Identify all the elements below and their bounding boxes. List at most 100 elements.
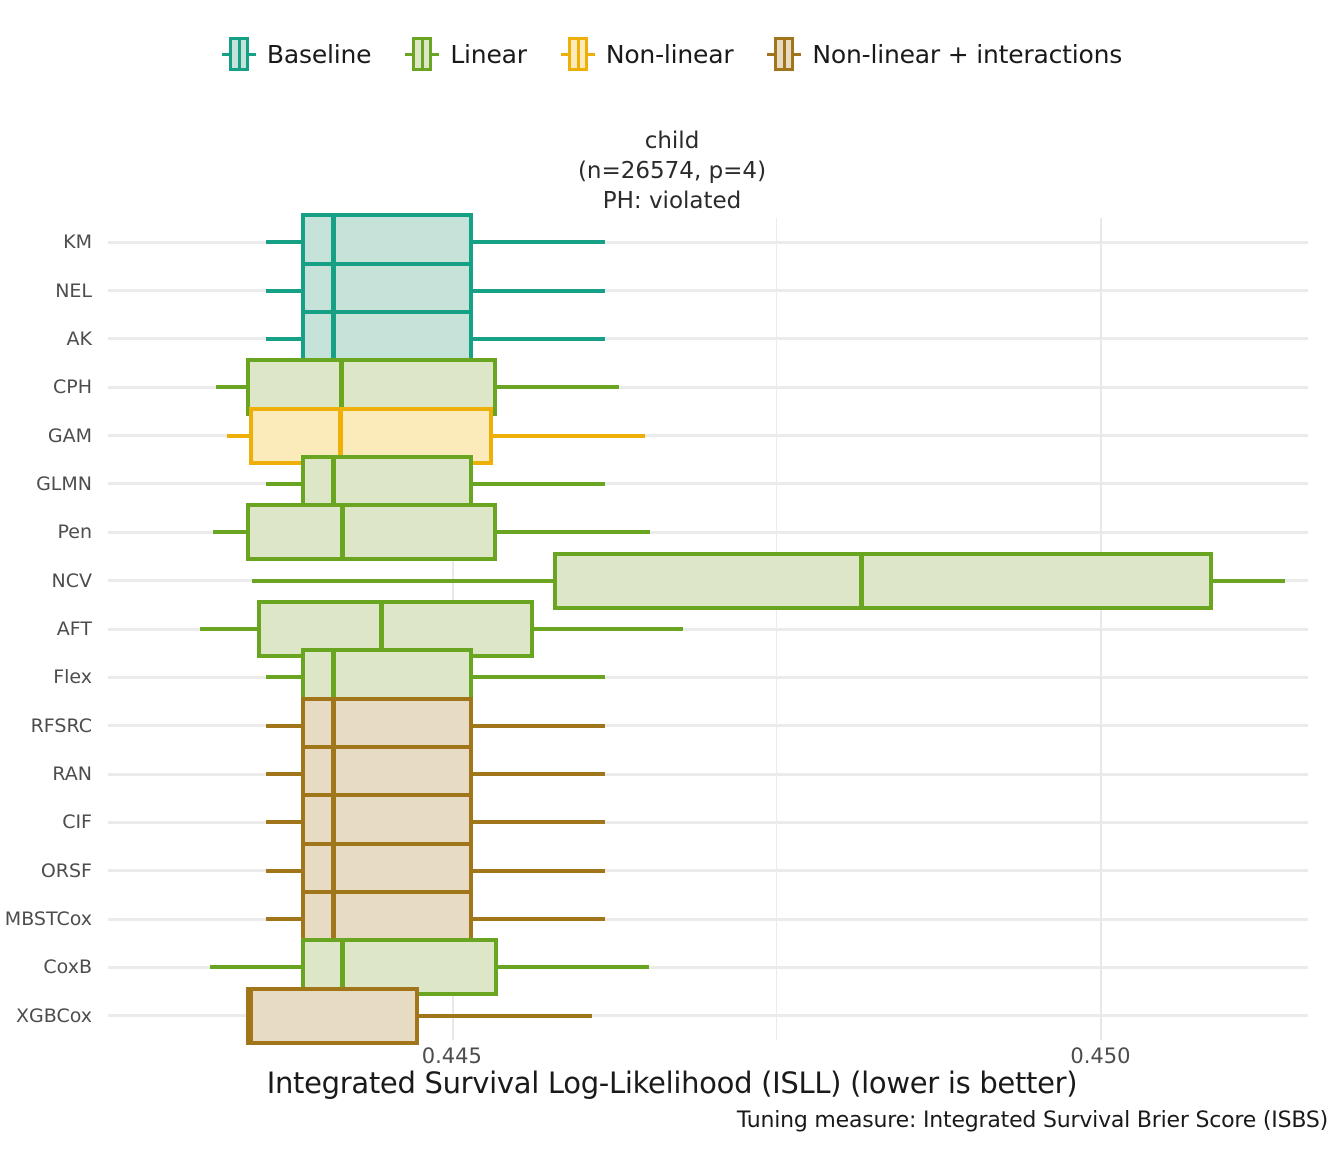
whisker-lower [213, 530, 246, 535]
median-line [337, 406, 343, 465]
whisker-upper [1213, 578, 1285, 583]
gridline-horizontal [108, 385, 1308, 389]
boxplot-cph[interactable] [108, 358, 1308, 417]
box-iqr [301, 261, 473, 320]
median-line [340, 503, 346, 562]
gridline-horizontal [108, 482, 1308, 486]
y-axis-tick-coxb: CoxB [43, 956, 92, 979]
whisker-upper [472, 481, 605, 486]
whisker-upper [472, 772, 605, 777]
gridline-horizontal [108, 965, 1308, 969]
boxplot-rfsrc[interactable] [108, 696, 1308, 755]
y-axis-tick-cif: CIF [62, 811, 92, 834]
legend-label: Non-linear + interactions [812, 39, 1123, 69]
whisker-upper [472, 917, 605, 922]
legend: Baseline Linear Non-linear Non-linear + int… [0, 28, 1344, 80]
plot-title-line-1: child [644, 128, 700, 154]
boxplot-nel[interactable] [108, 261, 1308, 320]
y-axis-tick-orsf: ORSF [40, 859, 92, 882]
boxplot-ncv[interactable] [108, 551, 1308, 610]
whisker-lower [266, 868, 302, 873]
whisker-upper [472, 240, 605, 245]
legend-item-non-linear[interactable]: Non-linear [560, 35, 734, 73]
y-axis-tick-rfsrc: RFSRC [30, 714, 92, 737]
median-line [331, 745, 337, 804]
whisker-lower [266, 772, 302, 777]
median-line [331, 841, 337, 900]
legend-label: Non-linear [605, 39, 734, 69]
legend-item-baseline[interactable]: Baseline [221, 35, 372, 73]
whisker-lower [266, 675, 302, 680]
whisker-lower [266, 481, 302, 486]
median-line [331, 793, 337, 852]
whisker-upper [472, 336, 605, 341]
boxplot-mbstcox[interactable] [108, 890, 1308, 949]
box-iqr [552, 551, 1214, 610]
median-line [331, 261, 337, 320]
whisker-upper [497, 530, 651, 535]
whisker-lower [266, 820, 302, 825]
y-axis-tick-pen: Pen [57, 521, 92, 544]
boxplot-ak[interactable] [108, 309, 1308, 368]
boxplot-pen[interactable] [108, 503, 1308, 562]
median-line [331, 309, 337, 368]
whisker-upper [472, 288, 605, 293]
legend-item-non-linear-interactions[interactable]: Non-linear + interactions [767, 35, 1122, 73]
gridline-horizontal [108, 530, 1308, 534]
boxplot-orsf[interactable] [108, 841, 1308, 900]
boxplot-cif[interactable] [108, 793, 1308, 852]
box-iqr [301, 454, 473, 513]
whisker-lower [266, 917, 302, 922]
legend-boxplot-icon [221, 35, 256, 73]
whisker-lower [266, 336, 302, 341]
whisker-upper [472, 868, 605, 873]
box-iqr [257, 600, 534, 658]
boxplot-xgbcox[interactable] [108, 986, 1308, 1045]
y-axis-tick-cph: CPH [52, 376, 92, 399]
box-iqr [301, 890, 473, 949]
legend-label: Linear [450, 39, 527, 69]
y-axis-tick-ncv: NCV [51, 569, 92, 592]
boxplot-flex[interactable] [108, 648, 1308, 707]
gridline-horizontal [108, 917, 1308, 921]
boxplot-gam[interactable] [108, 406, 1308, 465]
y-axis-tick-ran: RAN [52, 763, 92, 786]
gridline-horizontal [108, 434, 1308, 438]
whisker-upper [493, 433, 646, 438]
whisker-upper [419, 1013, 592, 1018]
whisker-lower [210, 965, 302, 970]
boxplot-aft[interactable] [108, 600, 1308, 658]
plot-title: child (n=26574, p=4) PH: violated [0, 126, 1344, 216]
gridline-horizontal [108, 1014, 1308, 1018]
gridline-horizontal [108, 627, 1308, 631]
box-iqr [245, 986, 420, 1045]
gridline-horizontal [108, 869, 1308, 873]
boxplot-glmn[interactable] [108, 454, 1308, 513]
y-axis-tick-gam: GAM [47, 424, 92, 447]
y-axis-tick-nel: NEL [55, 279, 92, 302]
legend-boxplot-icon [560, 35, 595, 73]
boxplot-ran[interactable] [108, 745, 1308, 804]
x-axis-tick: 0.450 [1070, 1044, 1131, 1068]
footnote-caption: Tuning measure: Integrated Survival Brie… [736, 1108, 1328, 1133]
y-axis-tick-ak: AK [66, 327, 92, 350]
legend-boxplot-icon [405, 35, 440, 73]
x-axis-label: Integrated Survival Log-Likelihood (ISLL… [266, 1066, 1078, 1100]
legend-label: Baseline [266, 39, 372, 69]
median-line [379, 600, 385, 658]
whisker-lower [252, 578, 553, 583]
whisker-lower [266, 288, 302, 293]
y-axis-tick-flex: Flex [53, 666, 92, 689]
whisker-lower [200, 627, 258, 631]
boxplot-coxb[interactable] [108, 938, 1308, 997]
gridline-horizontal [108, 820, 1308, 824]
boxplot-km[interactable] [108, 213, 1308, 272]
legend-item-linear[interactable]: Linear [405, 35, 527, 73]
gridline-vertical [1100, 218, 1103, 1040]
box-iqr [245, 503, 498, 562]
whisker-upper [498, 965, 649, 970]
whisker-upper [533, 627, 683, 631]
y-axis-tick-xgbcox: XGBCox [16, 1004, 92, 1027]
median-line [340, 938, 346, 997]
gridline-horizontal [108, 724, 1308, 728]
